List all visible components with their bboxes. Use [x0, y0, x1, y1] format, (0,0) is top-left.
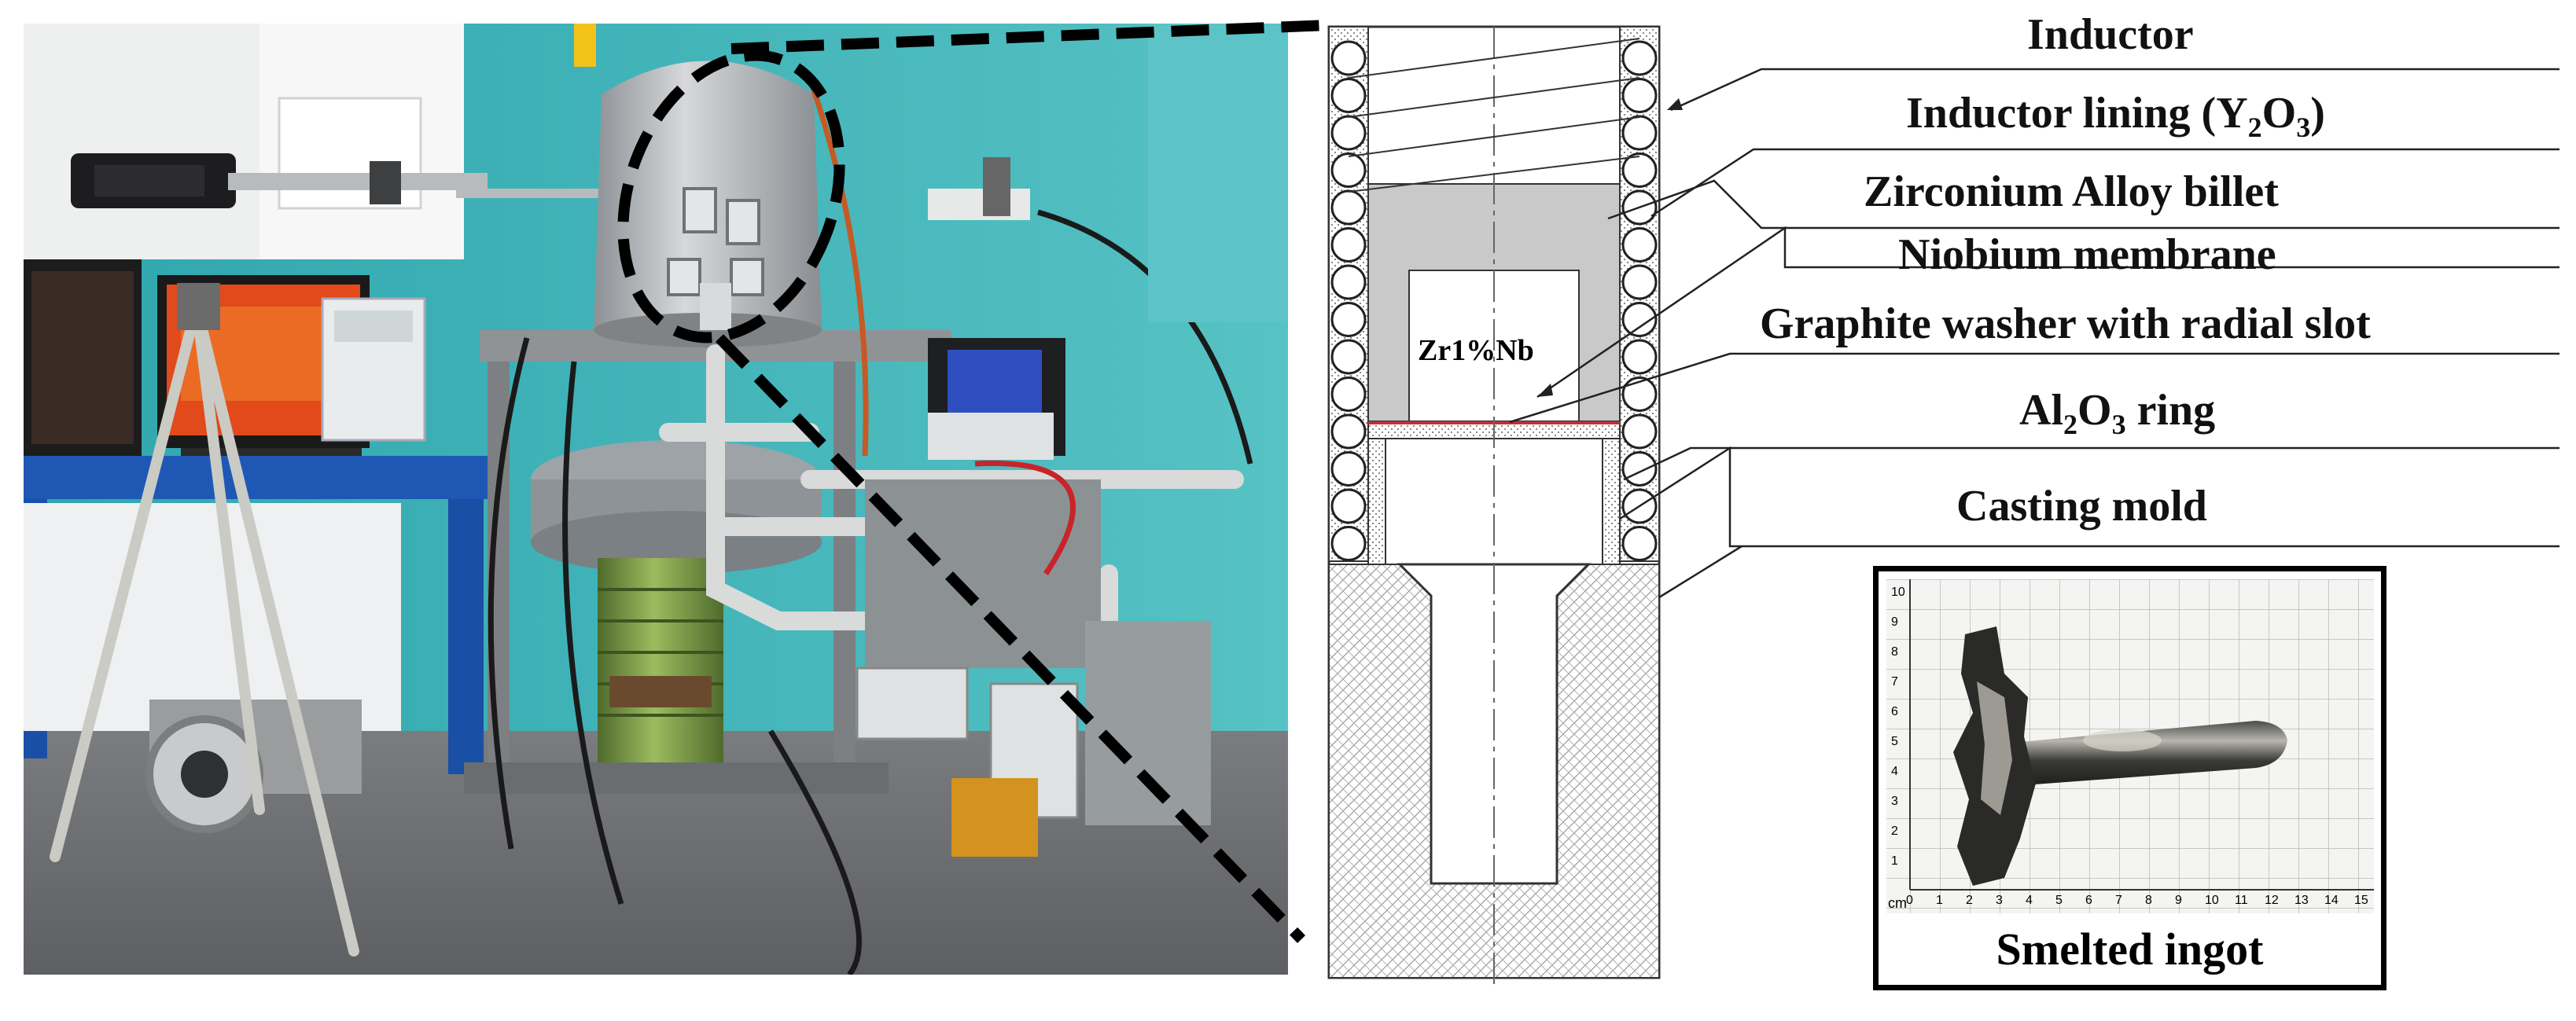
coil-turn-left-1	[1330, 40, 1367, 76]
coil-turn-right-3	[1621, 115, 1658, 151]
coil-turn-right-9	[1621, 339, 1658, 375]
ruler-y-tick: 5	[1891, 735, 1898, 748]
coil-turn-left-6	[1330, 227, 1367, 263]
label-graphite-washer: Graphite washer with radial slot	[1760, 299, 2371, 348]
coil-turn-right-10	[1621, 376, 1658, 412]
coil-turn-right-11	[1621, 413, 1658, 450]
label-ring-sub2: 3	[2111, 409, 2126, 441]
coil-turn-right-14	[1621, 526, 1658, 561]
ruler-y-tick: 3	[1891, 795, 1898, 808]
ingot-caption: Smelted ingot	[1996, 924, 2264, 975]
coil-turn-left-2	[1330, 78, 1367, 113]
ingot-rod	[1993, 721, 2287, 788]
coil-turn-right-6	[1621, 227, 1658, 263]
ruler-y-tick: 9	[1891, 615, 1898, 629]
coil-turn-right-2	[1621, 78, 1658, 113]
ruler-x-tick: 11	[2235, 894, 2248, 907]
coil-turn-right-4	[1621, 152, 1658, 188]
coil-turn-left-12	[1330, 451, 1367, 487]
ruler-x-tick: 5	[2055, 894, 2063, 907]
label-inductor: Inductor	[2027, 10, 2194, 59]
ruler-y-tick: 8	[1891, 645, 1898, 659]
ruler-y-tick: 1	[1891, 854, 1898, 868]
installation-photo	[24, 24, 1288, 975]
ruler-x-tick: 2	[1966, 894, 1973, 907]
crucible-cross-section	[1327, 25, 1661, 986]
label-ring-mid: O	[2077, 386, 2112, 435]
ruler-y-tick: 2	[1891, 825, 1898, 838]
label-al2o3-ring: Al2O3 ring	[2019, 388, 2215, 439]
ruler-x-tick: 7	[2115, 894, 2122, 907]
leader-ring	[1623, 446, 2559, 481]
label-inductor-lining-post: )	[2310, 89, 2325, 138]
coil-turn-left-3	[1330, 115, 1367, 151]
ruler-x-tick: 9	[2175, 894, 2182, 907]
label-niobium-membrane: Niobium membrane	[1898, 230, 2276, 279]
ruler-x-tick: 3	[1996, 894, 2003, 907]
coil-turn-right-7	[1621, 264, 1658, 300]
ruler-x-tick: 12	[2265, 894, 2279, 907]
coil-turn-left-10	[1330, 376, 1367, 412]
label-casting-mold: Casting mold	[1956, 482, 2207, 531]
billet-material-label: Zr1%Nb	[1418, 334, 1534, 367]
installation-photo-drawing	[24, 24, 1288, 975]
label-inductor-lining-sub2: 3	[2296, 112, 2311, 144]
coil-turn-right-13	[1621, 488, 1658, 524]
ruler-y-tick: 7	[1891, 675, 1898, 689]
ruler-x-tick: 8	[2145, 894, 2152, 907]
coil-turn-right-5	[1621, 189, 1658, 226]
label-inductor-lining-sub1: 2	[2247, 112, 2262, 144]
ruler-x-tick: 10	[2205, 894, 2219, 907]
coil-turn-right-8	[1621, 302, 1658, 337]
coil-turn-left-11	[1330, 413, 1367, 450]
label-ring-sub1: 2	[2063, 409, 2077, 441]
ruler-y-tick: 4	[1891, 765, 1898, 778]
coil-turn-left-4	[1330, 152, 1367, 188]
crucible-schematic: Zr1%Nb	[1321, 19, 1667, 986]
ruler-x-tick: 0	[1906, 894, 1913, 907]
ruler-y-tick: 6	[1891, 705, 1898, 718]
coil-turn-left-14	[1330, 526, 1367, 561]
coil-turn-right-1	[1621, 40, 1658, 76]
ruler-x-tick: 15	[2354, 894, 2368, 907]
leader-mold	[1658, 545, 1742, 599]
ruler-x-tick: 6	[2085, 894, 2092, 907]
ruler-x-tick: 14	[2324, 894, 2339, 907]
label-ring-post: ring	[2125, 386, 2216, 435]
coil-turn-left-13	[1330, 488, 1367, 524]
ruler-y-tick: 10	[1891, 586, 1905, 599]
ruler-x-tick: 1	[1936, 894, 1943, 907]
label-inductor-lining: Inductor lining (Y2O3)	[1906, 91, 2325, 141]
label-inductor-lining-mid: O	[2261, 89, 2297, 138]
ruler-x-tick: 4	[2026, 894, 2033, 907]
label-ring-pre: Al	[2019, 386, 2063, 435]
coil-turn-right-12	[1621, 451, 1658, 487]
coil-turn-left-8	[1330, 302, 1367, 337]
ruler-unit: cm	[1888, 895, 1907, 911]
coil-turn-left-7	[1330, 264, 1367, 300]
ruler-y-axis: 1 2 3 4 5 6 7 8 9 10	[1891, 586, 1905, 868]
label-inductor-lining-pre: Inductor lining (Y	[1906, 89, 2248, 138]
label-zirconium-billet: Zirconium Alloy billet	[1864, 167, 2279, 216]
ruler-x-tick: 13	[2294, 894, 2309, 907]
coil-turn-left-9	[1330, 339, 1367, 375]
coil-turn-left-5	[1330, 189, 1367, 226]
